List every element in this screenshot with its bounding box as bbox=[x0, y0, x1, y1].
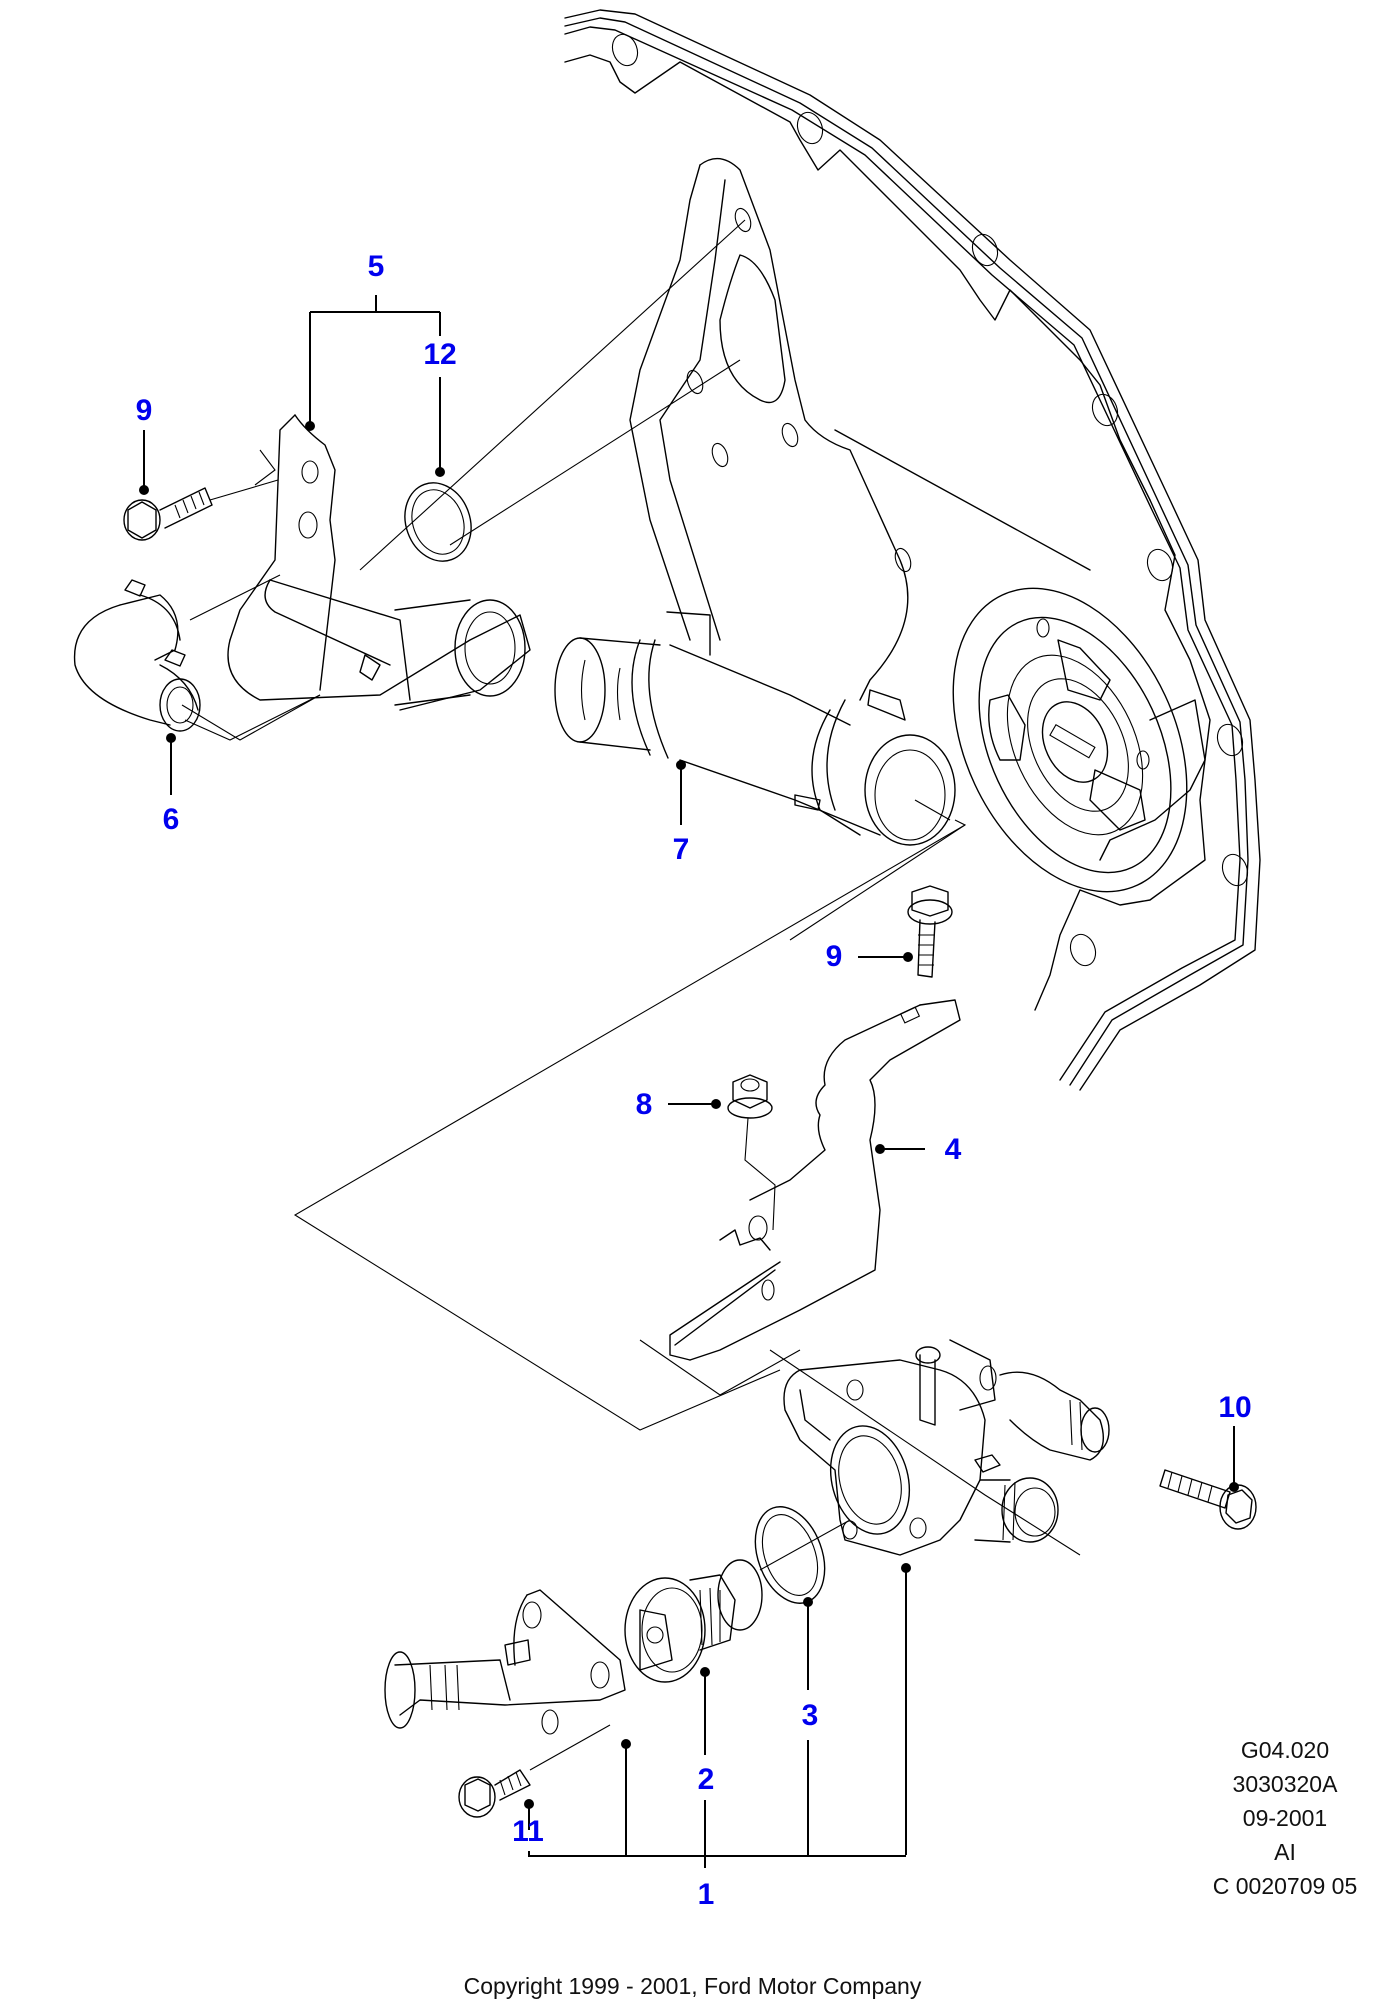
callout-4[interactable]: 4 bbox=[944, 1133, 962, 1166]
callout-12[interactable]: 12 bbox=[423, 338, 457, 371]
part-9-bolt-upper bbox=[123, 487, 213, 541]
part-12-o-ring bbox=[404, 482, 472, 562]
callout-1[interactable]: 1 bbox=[697, 1878, 715, 1911]
figure-metadata: G04.020 3030320A 09-2001 AI C 0020709 05 bbox=[1185, 1733, 1385, 1903]
callout-11[interactable]: 11 bbox=[512, 1815, 544, 1848]
part-6-hose bbox=[73, 574, 321, 741]
callout-5[interactable]: 5 bbox=[367, 250, 385, 283]
pump-cover bbox=[952, 587, 1188, 893]
callout-7[interactable]: 7 bbox=[672, 833, 690, 866]
engine-cover-outline bbox=[564, 9, 1261, 1091]
part-10-bolt bbox=[1159, 1469, 1257, 1530]
part-11-bolt bbox=[458, 1724, 611, 1818]
part-7-hose bbox=[554, 611, 967, 941]
figure-date: 09-2001 bbox=[1242, 1805, 1328, 1831]
mounting-plate-outline bbox=[629, 157, 1091, 701]
thermostat-housing bbox=[783, 1339, 1110, 1556]
part-2-thermostat bbox=[624, 1559, 763, 1683]
callout-3[interactable]: 3 bbox=[801, 1699, 819, 1732]
figure-marker: AI bbox=[1274, 1839, 1296, 1865]
part-3-o-ring bbox=[754, 1506, 851, 1604]
thermostat-outlet-elbow bbox=[384, 1589, 626, 1735]
part-reference: 3030320A bbox=[1232, 1771, 1338, 1797]
alignment-lines bbox=[184, 219, 1081, 1556]
callout-9-upper[interactable]: 9 bbox=[135, 394, 153, 427]
part-5-outlet-connector bbox=[227, 414, 531, 711]
part-4-bracket bbox=[669, 999, 961, 1361]
callout-6[interactable]: 6 bbox=[162, 803, 180, 836]
catalog-code: C 0020709 05 bbox=[1212, 1873, 1358, 1899]
part-9-bolt-lower bbox=[907, 885, 953, 978]
callout-8[interactable]: 8 bbox=[635, 1088, 653, 1121]
figure-code: G04.020 bbox=[1240, 1737, 1330, 1763]
callout-10[interactable]: 10 bbox=[1218, 1391, 1252, 1424]
copyright-notice: Copyright 1999 - 2001, Ford Motor Compan… bbox=[463, 1973, 922, 1999]
callout-leaders bbox=[139, 295, 1239, 1868]
callout-2[interactable]: 2 bbox=[697, 1763, 715, 1796]
callout-9-lower[interactable]: 9 bbox=[825, 940, 843, 973]
part-8-nut bbox=[727, 1074, 776, 1231]
